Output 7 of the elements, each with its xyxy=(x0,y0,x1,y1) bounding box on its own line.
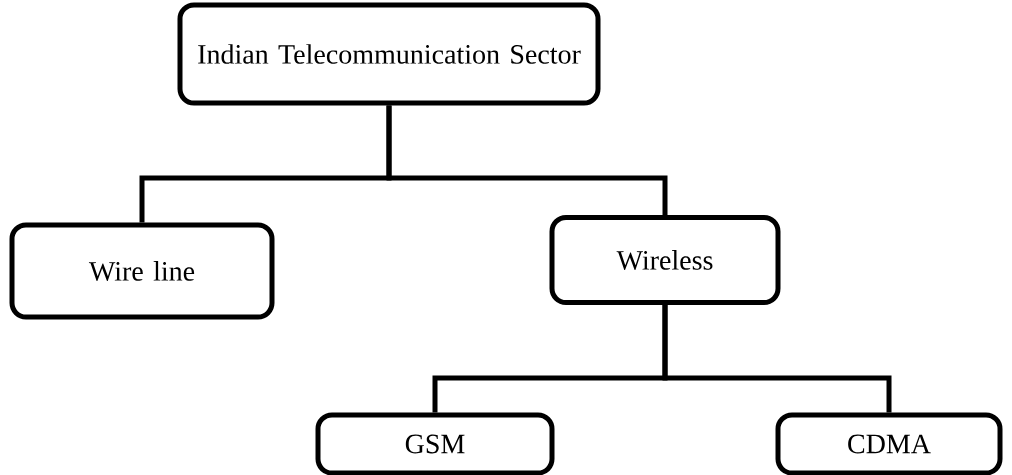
rounded-box: Indian Telecommunication Sector xyxy=(177,2,601,106)
rounded-box: GSM xyxy=(315,412,555,475)
rounded-box: Wire line xyxy=(9,222,275,320)
rounded-box: Wireless xyxy=(549,215,781,305)
connector-line xyxy=(386,105,668,215)
rounded-box: CDMA xyxy=(775,412,1003,475)
connector-line xyxy=(662,305,892,413)
